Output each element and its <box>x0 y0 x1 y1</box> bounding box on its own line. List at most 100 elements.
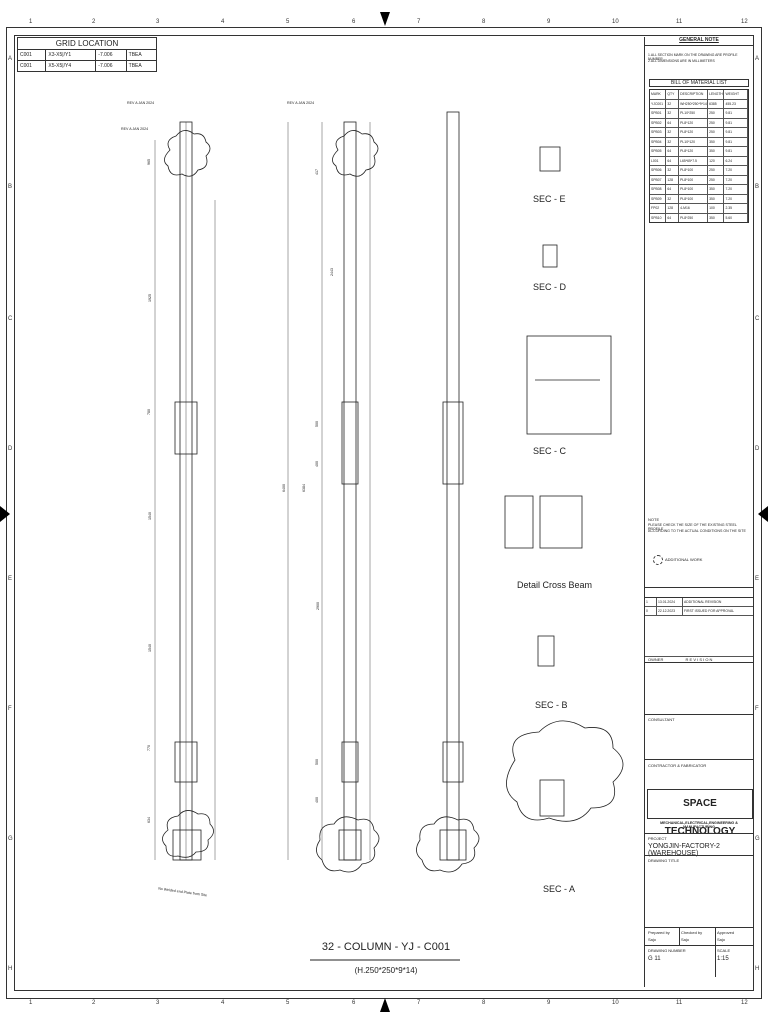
cell: SPB02 <box>650 118 667 127</box>
general-note-line-2: 2.ALL DIMENSIONS ARE IN MILLIMETERS <box>648 59 715 63</box>
drawing-number-label: DRAWING NUMBER <box>648 948 686 953</box>
cell: -7.006 <box>96 50 127 60</box>
contractor-label: CONTRACTOR & FABRICATOR <box>648 763 707 768</box>
bom-header-cell: LENGTH <box>708 90 725 99</box>
cell: 250 <box>708 118 725 127</box>
ruler-top-2: 2 <box>92 19 96 25</box>
approved-label: Approved <box>717 930 735 935</box>
cell: SPB06 <box>650 166 667 175</box>
additional-work-icon <box>653 555 663 565</box>
cell: FIRST ISSUED FOR APPROVAL <box>684 609 735 613</box>
divider <box>645 833 753 834</box>
ruler-bottom-9: 9 <box>547 1000 551 1006</box>
divider <box>645 927 753 928</box>
ruler-top-6: 6 <box>352 19 356 25</box>
cell: 350 <box>708 185 725 194</box>
cell: YJC001 <box>650 99 667 108</box>
drawing-subtitle: (H.250*250*9*14) <box>354 966 418 975</box>
ruler-top-10: 10 <box>612 19 619 25</box>
cell: X5-X5|/Y4 <box>46 61 97 71</box>
sec-a-label: SEC - A <box>543 884 576 894</box>
prepared-by-value: Sajo <box>648 937 657 942</box>
cell: 250 <box>708 175 725 184</box>
left-center-mark <box>0 506 10 522</box>
cell: 350 <box>708 213 725 222</box>
ruler-right-b: B <box>755 184 760 190</box>
dim-mid-5: 2900 <box>316 602 320 610</box>
cell: X3-X5|/Y1 <box>46 50 97 60</box>
dim-overall-1: 6400 <box>282 484 286 492</box>
ruler-side-h: H <box>8 966 13 972</box>
cell: 32 <box>666 109 680 118</box>
drawing-title-label: DRAWING TITLE <box>648 858 680 863</box>
bom-header-cell: MARK <box>650 90 667 99</box>
cell: SPB03 <box>650 128 667 137</box>
cell: 64 <box>666 185 680 194</box>
table-row: 0 22.12.2023 FIRST ISSUED FOR APPROVAL <box>645 607 753 616</box>
cloud-3 <box>332 130 379 177</box>
ruler-top-1: 1 <box>29 19 33 25</box>
project-label: PROJECT <box>648 836 667 841</box>
checked-by-label: Checked by <box>681 930 703 935</box>
ruler-bottom-4: 4 <box>221 1000 225 1006</box>
dim-mid-3: 500 <box>315 421 319 427</box>
cell: SPB09 <box>650 194 667 203</box>
cell: WH250*250*9*14 <box>679 99 709 108</box>
ruler-bottom-11: 11 <box>676 1000 683 1006</box>
inner-frame <box>14 35 754 991</box>
cell: 250 <box>708 166 725 175</box>
dim-mid-2: 2443 <box>330 268 334 276</box>
rev-mark-3: REV A JAN 2024 <box>287 101 315 105</box>
cell: 7.20 <box>724 194 749 203</box>
divider <box>645 714 753 715</box>
cell: 128 <box>666 204 680 213</box>
cell: 350 <box>708 137 725 146</box>
divider <box>645 587 753 588</box>
cell: 9.81 <box>724 147 749 156</box>
column-3-splice <box>442 401 464 485</box>
cloud-1 <box>164 130 211 177</box>
sec-b-shape <box>537 635 555 667</box>
cell: 64 <box>666 156 680 165</box>
divider <box>679 927 680 945</box>
cross-beam-right <box>539 495 583 549</box>
ruler-top-4: 4 <box>221 19 225 25</box>
ruler-top-3: 3 <box>156 19 160 25</box>
cell: PL8*120 <box>679 118 709 127</box>
bom-header-cell: QTY <box>666 90 680 99</box>
cell: TBEA <box>128 63 142 69</box>
cell: PL8*250 <box>679 213 709 222</box>
ruler-top-9: 9 <box>547 19 551 25</box>
detail-cross-beam-label: Detail Cross Beam <box>517 580 593 590</box>
bom-table: MARK QTY DESCRIPTION LENGTH WEIGHT YJC00… <box>649 89 749 223</box>
cloud-2 <box>162 810 214 858</box>
ruler-right-d: D <box>755 446 760 452</box>
cell: C001 <box>18 50 47 60</box>
cell: L65*65*7.5 <box>679 156 709 165</box>
cell: 455.23 <box>724 99 749 108</box>
cloud-4 <box>316 816 380 873</box>
dim-mid-6: 500 <box>315 759 319 765</box>
ruler-right-g: G <box>755 836 760 842</box>
ruler-side-c: C <box>8 316 13 322</box>
ruler-right-h: H <box>755 966 760 972</box>
cell: 22.12.2023 <box>657 607 683 615</box>
cell: 32 <box>666 137 680 146</box>
ruler-bottom-8: 8 <box>482 1000 486 1006</box>
dim-left-1: 965 <box>147 159 151 165</box>
drawing-number: G 11 <box>648 956 661 962</box>
approved-value: Sajo <box>717 937 726 942</box>
bom-section: BILL OF MATERIAL LIST MARK QTY DESCRIPTI… <box>645 77 753 223</box>
cell: PL8*100 <box>679 194 709 203</box>
cell: ADDITIONAL REVISION <box>684 600 722 604</box>
cell: PL10*250 <box>679 109 709 118</box>
column-1-base-splice <box>174 741 198 783</box>
sec-c-frame <box>526 335 612 435</box>
grid-location-title: GRID LOCATION <box>18 38 156 50</box>
